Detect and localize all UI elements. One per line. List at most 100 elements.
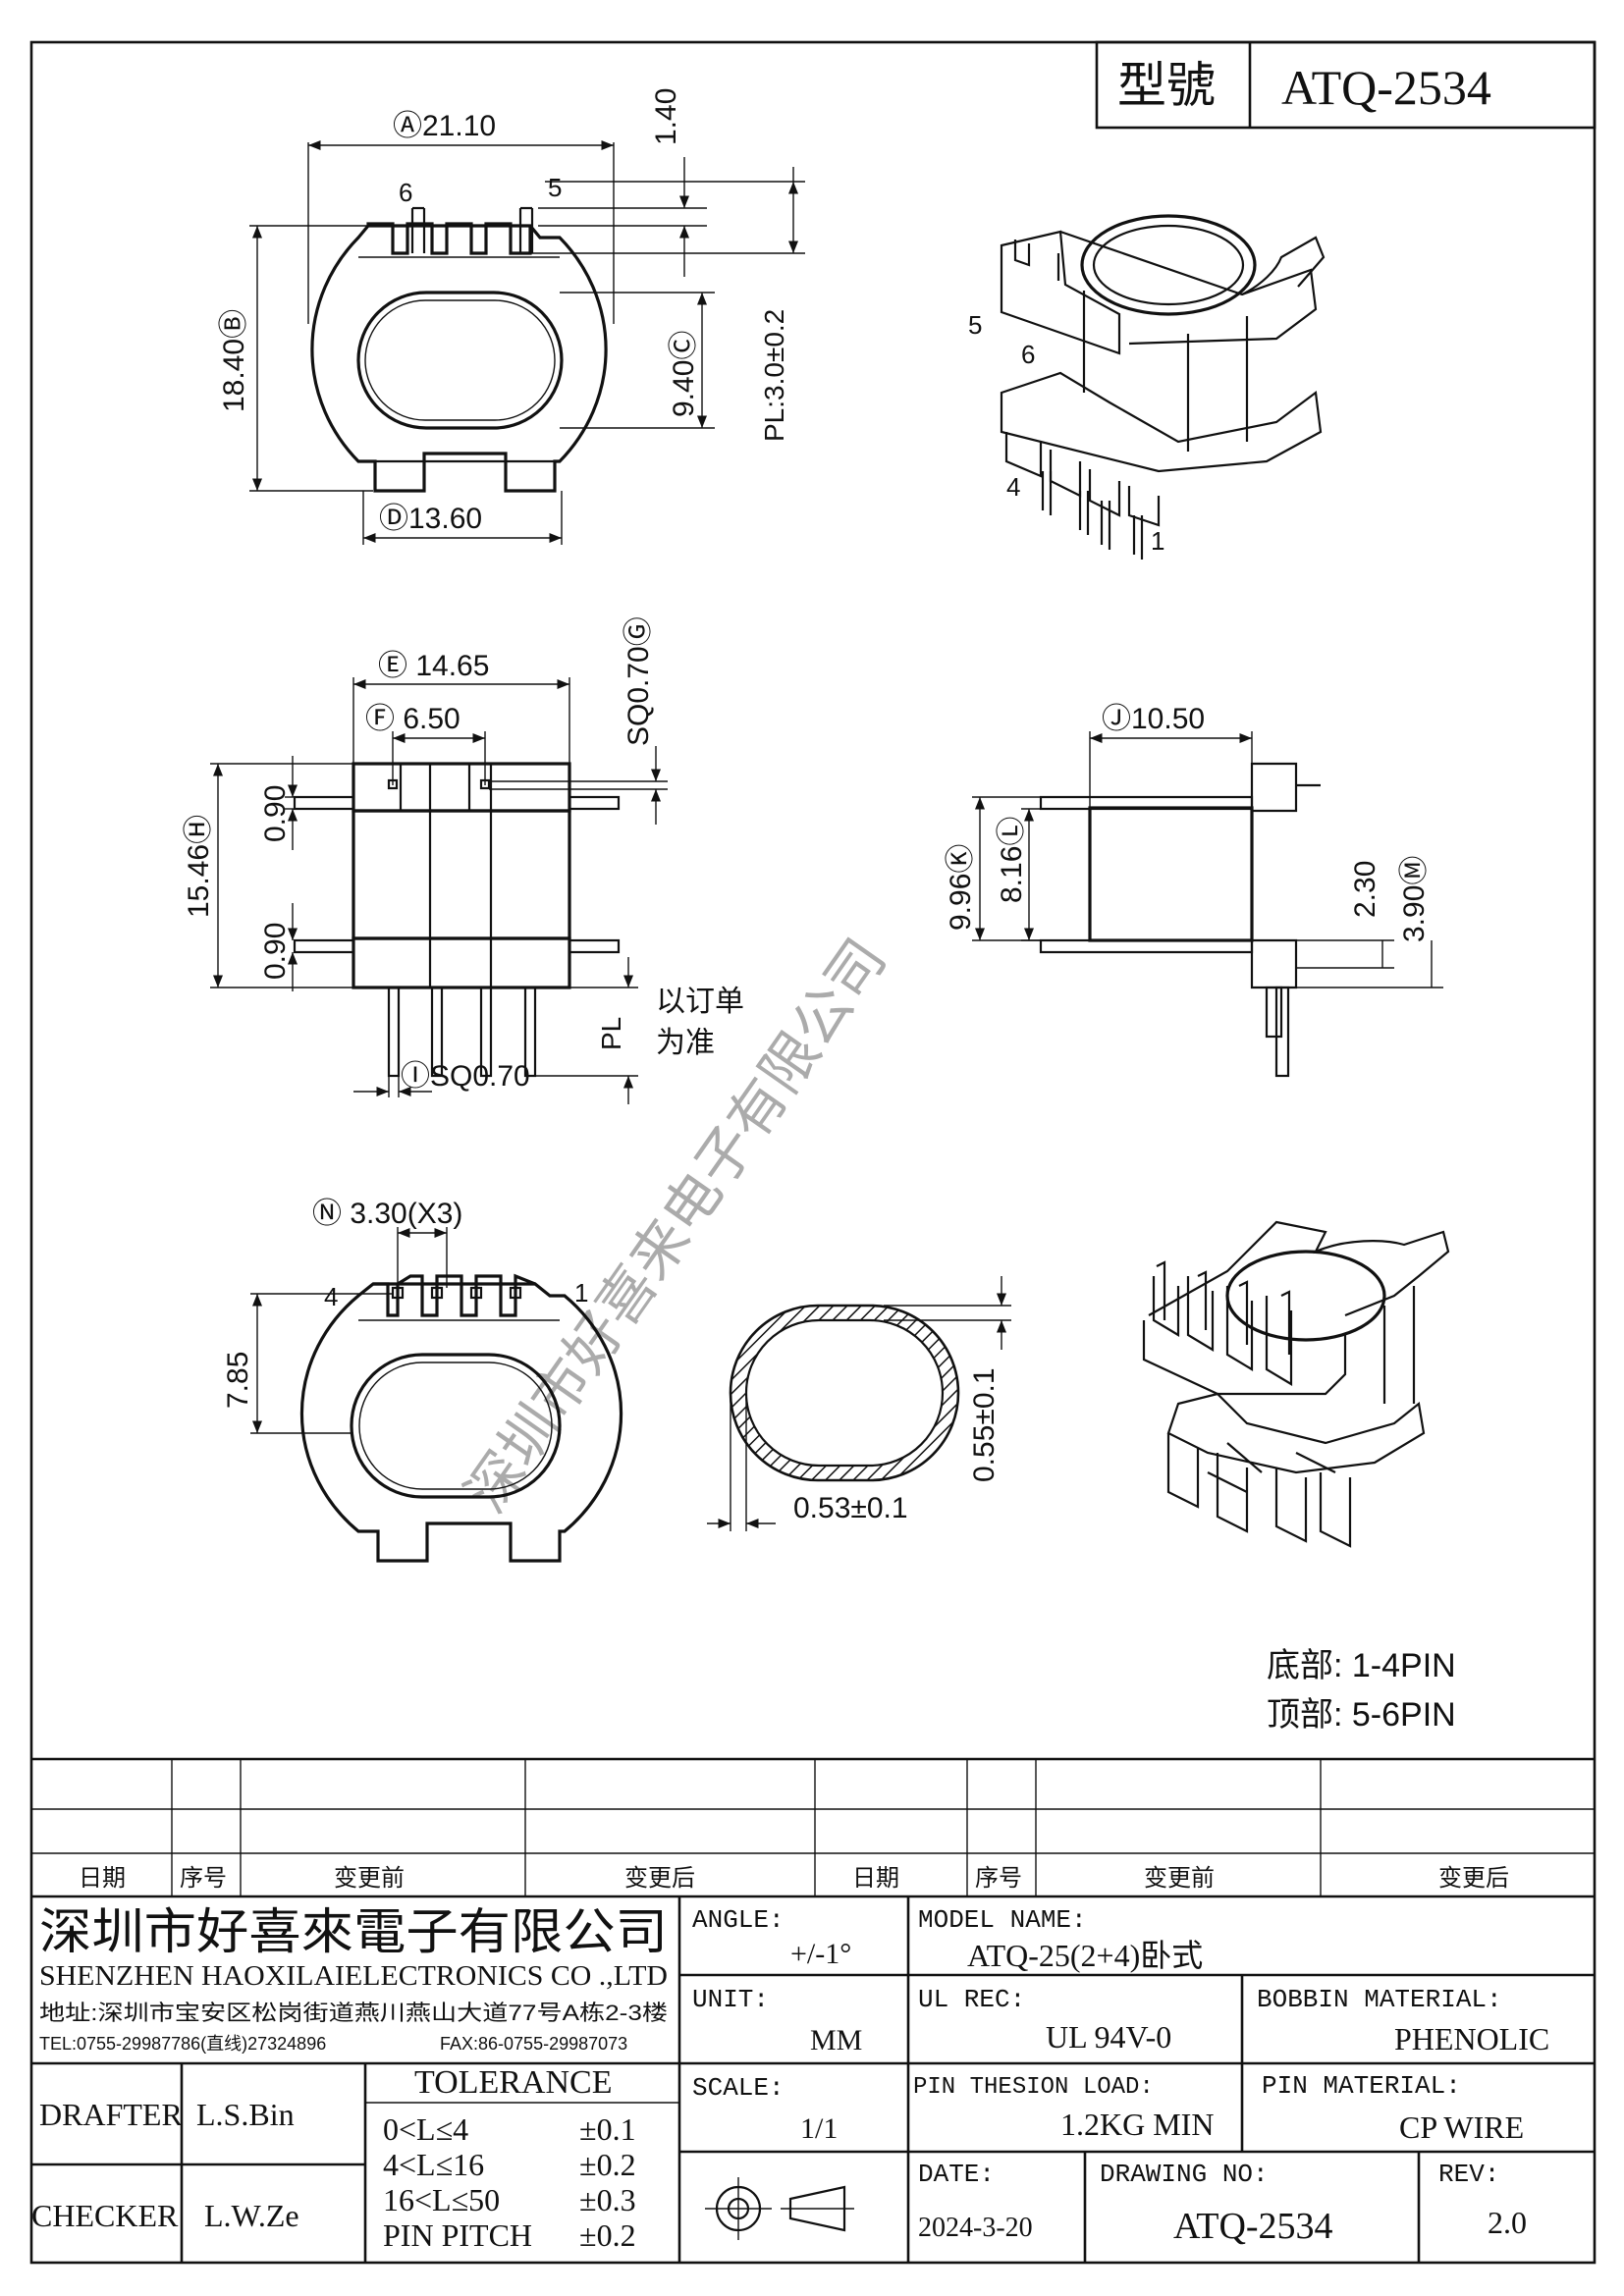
revision-table: 日期 序号 变更前 变更后 日期 序号 变更前 变更后 [31, 1757, 1595, 1898]
load-label: PIN THESION LOAD: [913, 2074, 1154, 2101]
dim-f-label: Ⓕ 6.50 [365, 703, 460, 735]
rev-header-before-1: 变更前 [334, 1865, 405, 1892]
bottom-view: Ⓝ 3.30(X3) 4 1 7.85 [222, 1198, 623, 1563]
dim-j-label: Ⓙ10.50 [1102, 703, 1205, 735]
tol-range-1: 4<L≤16 [383, 2147, 484, 2182]
iso-view-top: 5 6 4 1 [968, 214, 1326, 560]
unit-label: UNIT: [692, 1985, 769, 2014]
front-view: Ⓐ21.10 6 5 1.40 18.40Ⓑ 9.40Ⓒ PL:3.0±0.2 … [218, 88, 805, 545]
bobbin-value: PHENOLIC [1394, 2021, 1549, 2056]
rev-header-date-2: 日期 [852, 1865, 899, 1892]
dim-a-label: Ⓐ21.10 [393, 110, 496, 142]
company-address: 地址:深圳市宝安区松岗街道燕川燕山大道77号A栋2-3楼 [39, 2001, 668, 2025]
sheet-border [29, 40, 1597, 2265]
ul-label: UL REC: [918, 1985, 1025, 2014]
rev-header-after-2: 变更后 [1438, 1865, 1509, 1892]
date-value: 2024-3-20 [918, 2213, 1033, 2243]
right-view: Ⓙ10.50 9.96Ⓚ 8.16Ⓛ 2.30 3.90Ⓜ [945, 703, 1443, 1078]
dim-090b-label: 0.90 [259, 923, 292, 980]
scale-label: SCALE: [692, 2073, 785, 2103]
company-fax: FAX:86-0755-29987073 [440, 2034, 627, 2054]
section-view: 0.53±0.1 0.55±0.1 [707, 1276, 1011, 1531]
field-block: ANGLE: +/-1° MODEL NAME: ATQ-25(2+4)卧式 U… [692, 1905, 1549, 2247]
bottom-pin-4: 4 [324, 1282, 338, 1311]
company-name-cn: 深圳市好喜來電子有限公司 [39, 1904, 668, 1959]
unit-value: MM [810, 2024, 862, 2056]
rev-header-seq-1: 序号 [180, 1865, 227, 1892]
drawno-label: DRAWING NO: [1100, 2160, 1269, 2189]
dim-c-label: 9.40Ⓒ [668, 331, 700, 417]
tol-value-2: ±0.3 [579, 2182, 636, 2217]
load-value: 1.2KG MIN [1060, 2107, 1214, 2142]
rev-header-seq-2: 序号 [975, 1865, 1022, 1892]
tol-range-0: 0<L≤4 [383, 2111, 468, 2147]
scale-value: 1/1 [800, 2112, 838, 2145]
iso-pin-5: 5 [968, 310, 982, 340]
dim-d-label: Ⓓ13.60 [379, 503, 482, 535]
side-view: Ⓔ 14.65 Ⓕ 6.50 SQ0.70Ⓖ 15.46Ⓗ 0.90 0.90 … [183, 616, 744, 1104]
pin-6-label: 6 [399, 178, 412, 207]
drafter-value: L.S.Bin [196, 2097, 295, 2132]
title-model: ATQ-2534 [1281, 60, 1491, 115]
iso-pin-4: 4 [1006, 472, 1020, 502]
note-line2: 为准 [656, 1027, 715, 1059]
rev-value: 2.0 [1488, 2205, 1527, 2240]
rev-header-after-1: 变更后 [624, 1865, 695, 1892]
pinmat-value: CP WIRE [1399, 2109, 1524, 2145]
company-tel: TEL:0755-29987786(直线)27324896 [39, 2034, 326, 2054]
dim-i-label: ⒾSQ0.70 [401, 1060, 530, 1093]
tolerance-block: TOLERANCE 0<L≤4 ±0.1 4<L≤16 ±0.2 16<L≤50… [383, 2064, 636, 2253]
dim-l-label: 8.16Ⓛ [996, 817, 1028, 903]
date-label: DATE: [918, 2160, 995, 2189]
angle-value: +/-1° [790, 1938, 851, 1970]
rev-label: REV: [1438, 2160, 1499, 2189]
model-label: MODEL NAME: [918, 1905, 1087, 1935]
dim-053-label: 0.53±0.1 [793, 1492, 908, 1524]
iso-view-bottom [1142, 1220, 1450, 1548]
pin-note-bottom: 底部: 1-4PIN [1267, 1647, 1456, 1684]
dim-g-label: SQ0.70Ⓖ [623, 616, 655, 746]
checker-value: L.W.Ze [204, 2198, 299, 2233]
tol-value-3: ±0.2 [579, 2217, 636, 2253]
dim-230-label: 2.30 [1349, 861, 1381, 918]
rev-header-date-1: 日期 [79, 1865, 126, 1892]
tol-value-0: ±0.1 [579, 2111, 636, 2147]
angle-label: ANGLE: [692, 1905, 785, 1935]
pinmat-label: PIN MATERIAL: [1262, 2071, 1461, 2101]
dim-pl-label: PL:3.0±0.2 [759, 309, 789, 442]
note-line1: 以订单 [656, 986, 744, 1018]
company-block: 深圳市好喜來電子有限公司 SHENZHEN HAOXILAIELECTRONIC… [39, 1904, 668, 2054]
dim-785-label: 7.85 [222, 1352, 254, 1409]
model-value: ATQ-25(2+4)卧式 [967, 1938, 1203, 1973]
dim-b-label: 18.40Ⓑ [218, 309, 250, 412]
iso-pin-6: 6 [1021, 340, 1035, 369]
tol-value-1: ±0.2 [579, 2147, 636, 2182]
dim-090a-label: 0.90 [259, 785, 292, 842]
dim-top-label: 1.40 [650, 88, 682, 145]
pin-note-top: 顶部: 5-6PIN [1267, 1696, 1456, 1734]
dim-k-label: 9.96Ⓚ [945, 844, 977, 931]
bottom-pin-1: 1 [574, 1278, 588, 1308]
tol-range-2: 16<L≤50 [383, 2182, 500, 2217]
drawno-value: ATQ-2534 [1173, 2206, 1333, 2247]
pin-5-label: 5 [548, 173, 562, 202]
dim-e-label: Ⓔ 14.65 [378, 650, 489, 682]
rev-header-before-2: 变更前 [1144, 1865, 1215, 1892]
tol-range-3: PIN PITCH [383, 2217, 532, 2253]
dim-055-label: 0.55±0.1 [968, 1367, 1001, 1482]
dim-pl-side-label: PL [596, 1017, 626, 1050]
bobbin-label: BOBBIN MATERIAL: [1257, 1985, 1502, 2014]
company-name-en: SHENZHEN HAOXILAIELECTRONICS CO .,LTD [39, 1961, 668, 1992]
dim-h-label: 15.46Ⓗ [183, 815, 215, 918]
iso-pin-1: 1 [1151, 526, 1164, 556]
tolerance-title: TOLERANCE [414, 2064, 612, 2101]
title-block-grid [31, 1896, 1595, 2263]
title-label: 型號 [1117, 58, 1216, 113]
checker-label: CHECKER [31, 2198, 179, 2233]
dim-n-label: Ⓝ 3.30(X3) [312, 1198, 462, 1230]
projection-symbol-icon [705, 2177, 854, 2240]
drafter-label: DRAFTER [39, 2097, 183, 2132]
title-box: 型號 ATQ-2534 [1095, 40, 1597, 130]
ul-value: UL 94V-0 [1046, 2019, 1171, 2055]
